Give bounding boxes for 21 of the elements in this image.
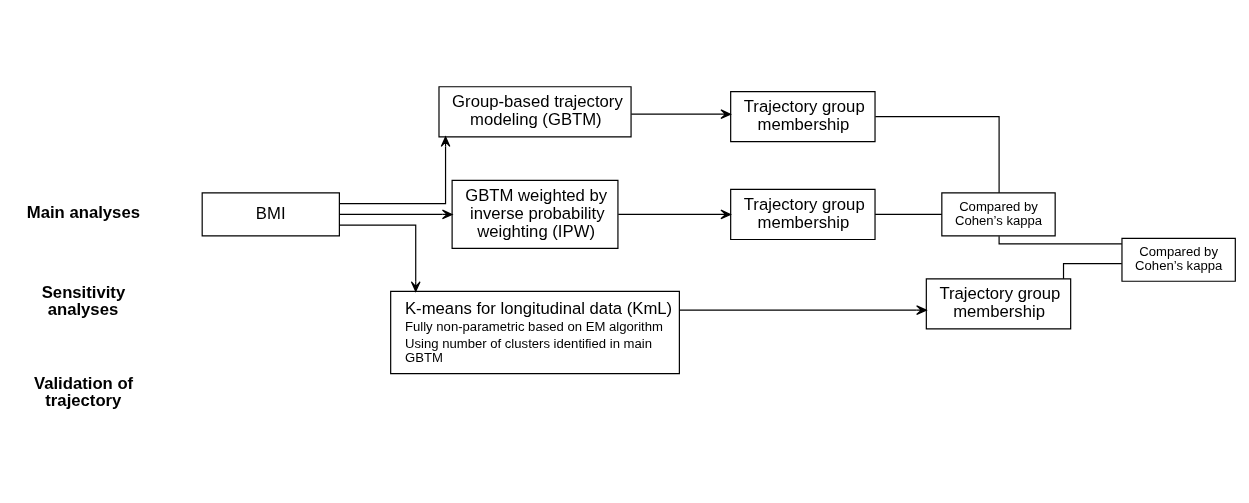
arrow	[630, 108, 732, 119]
label: Main analyses	[26, 202, 140, 222]
node-box: Trajectory group membership	[925, 277, 1072, 330]
node-box: GBTM weighted by inverse probability weighting (IPW)	[451, 179, 619, 249]
connector	[998, 235, 1123, 245]
node-box: Trajectory group membership	[730, 188, 876, 240]
node-box: K-means for longitudinal data (KmL) Fully non-parametric based on EM algorithm Using number of clusters identified in main GBTM	[390, 290, 680, 374]
arrow	[339, 135, 451, 204]
arrow	[338, 209, 453, 219]
node-box: Trajectory group membership	[730, 90, 876, 142]
arrow	[617, 209, 732, 219]
node-box: Compared by Cohen’s kappa	[1121, 237, 1236, 282]
connector	[874, 115, 1000, 193]
connector	[874, 213, 943, 215]
label: Validation of trajectory	[33, 373, 134, 410]
arrow	[338, 224, 421, 292]
label: Sensitivity analyses	[41, 282, 126, 319]
node-box: Compared by Cohen’s kappa	[941, 191, 1056, 236]
node-box: Group-based trajectory modeling (GBTM)	[438, 85, 632, 137]
node-box: BMI	[201, 191, 340, 236]
arrow	[678, 304, 927, 315]
